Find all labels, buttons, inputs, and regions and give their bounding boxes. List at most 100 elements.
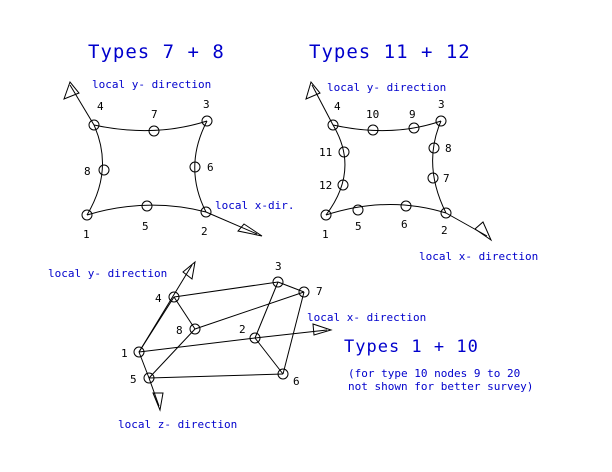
d1-node-label-4: 4 <box>97 100 104 113</box>
d3-edge-4-8 <box>173 296 196 330</box>
d3-edge-8-5 <box>148 328 196 379</box>
d1-node-label-8: 8 <box>84 165 91 178</box>
d1-node-3 <box>201 115 213 127</box>
d1-node-label-1: 1 <box>83 228 90 241</box>
d2-node-5 <box>352 204 364 216</box>
d3-local-z-label: local z- direction <box>118 418 237 431</box>
d1-x-arrowhead <box>237 223 263 237</box>
d2-node-label-11: 11 <box>319 146 332 159</box>
d3-edge-1-5 <box>138 351 150 379</box>
diagram-types-7-8: Types 7 + 8 local y- direction local x-d… <box>63 41 294 241</box>
d3-node-label-4: 4 <box>155 292 162 305</box>
d2-edge-left <box>325 124 346 216</box>
d2-edge-bottom <box>325 204 447 216</box>
d3-node-1 <box>133 346 145 358</box>
d3-edge-7-6 <box>282 291 305 375</box>
diagram-types-11-12: Types 11 + 12 local y- direction local x… <box>305 41 538 263</box>
d2-node-8 <box>428 142 440 154</box>
d1-node-label-3: 3 <box>203 98 210 111</box>
d1-node-4 <box>88 119 100 131</box>
title-types-7-8: Types 7 + 8 <box>88 41 225 63</box>
d2-local-x-label: local x- direction <box>419 250 538 263</box>
d1-node-label-5: 5 <box>142 220 149 233</box>
d2-edge-top <box>332 120 442 132</box>
d3-local-y-label: local y- direction <box>48 267 167 280</box>
d2-node-label-1: 1 <box>322 228 329 241</box>
d3-edge-3-7 <box>277 281 305 293</box>
d3-z-axis-line <box>148 377 160 407</box>
note-line-1: (for type 10 nodes 9 to 20 <box>348 367 520 380</box>
d3-edge-4-3 <box>173 281 279 298</box>
d3-y-axis-line <box>138 264 193 353</box>
d3-edge-1-2 <box>138 337 256 353</box>
d2-node-label-5: 5 <box>355 220 362 233</box>
d1-node-8 <box>98 164 110 176</box>
note-line-2: not shown for better survey) <box>348 380 533 393</box>
diagram-types-1-10: Types 1 + 10 (for type 10 nodes 9 to 20 … <box>48 260 533 431</box>
d3-x-axis-line <box>254 329 328 339</box>
d2-node-label-9: 9 <box>409 108 416 121</box>
d3-edge-3-2 <box>254 281 279 339</box>
d2-node-1 <box>320 209 332 221</box>
d2-node-3 <box>435 115 447 127</box>
d1-edge-bottom <box>86 204 207 216</box>
d1-node-1 <box>81 209 93 221</box>
d3-x-arrowhead <box>312 323 333 336</box>
d2-node-2 <box>440 207 452 219</box>
d3-node-5 <box>143 372 155 384</box>
d1-edge-top <box>93 120 208 132</box>
d2-node-9 <box>408 122 420 134</box>
d2-edge-right <box>432 120 447 214</box>
d3-node-8 <box>189 323 201 335</box>
d2-x-arrowhead <box>474 221 493 242</box>
d2-node-label-6: 6 <box>401 218 408 231</box>
d1-edge-right <box>194 120 208 213</box>
d1-node-2 <box>200 206 212 218</box>
d2-local-y-label: local y- direction <box>327 81 446 94</box>
d2-node-label-7: 7 <box>443 172 450 185</box>
d3-node-3 <box>272 276 284 288</box>
d3-edge-8-7 <box>194 291 305 330</box>
d1-node-label-2: 2 <box>201 225 208 238</box>
d2-node-4 <box>327 119 339 131</box>
d3-node-6 <box>277 368 289 380</box>
d2-node-6 <box>400 200 412 212</box>
d3-node-label-5: 5 <box>130 373 137 386</box>
d2-node-label-12: 12 <box>319 179 332 192</box>
d1-x-axis-line <box>205 211 258 235</box>
d2-node-label-2: 2 <box>441 224 448 237</box>
d1-node-label-6: 6 <box>207 161 214 174</box>
d2-node-12 <box>337 179 349 191</box>
d2-node-11 <box>338 146 350 158</box>
d1-node-7 <box>148 125 160 137</box>
d3-edge-2-6 <box>254 337 284 375</box>
d2-node-10 <box>367 124 379 136</box>
d1-local-x-label: local x-dir. <box>215 199 294 212</box>
d2-y-arrowhead <box>305 80 321 100</box>
d3-edge-5-6 <box>148 373 284 379</box>
d1-y-axis-line <box>69 84 95 126</box>
title-types-1-10: Types 1 + 10 <box>344 337 479 357</box>
d3-node-label-7: 7 <box>316 285 323 298</box>
d3-node-label-2: 2 <box>239 323 246 336</box>
d1-node-5 <box>141 200 153 212</box>
d2-node-label-10: 10 <box>366 108 379 121</box>
d3-node-7 <box>298 286 310 298</box>
d2-node-7 <box>427 172 439 184</box>
d1-node-6 <box>189 161 201 173</box>
title-types-11-12: Types 11 + 12 <box>309 41 471 63</box>
d3-node-label-6: 6 <box>293 375 300 388</box>
d2-node-label-3: 3 <box>438 98 445 111</box>
d3-node-label-3: 3 <box>275 260 282 273</box>
d1-local-y-label: local y- direction <box>92 78 211 91</box>
d2-node-label-8: 8 <box>445 142 452 155</box>
d3-node-label-1: 1 <box>121 347 128 360</box>
d1-y-arrowhead <box>63 80 80 100</box>
d3-z-arrowhead <box>152 392 164 412</box>
d3-node-2 <box>249 332 261 344</box>
d3-node-4 <box>168 291 180 303</box>
d1-edge-left <box>86 124 103 216</box>
d2-node-label-4: 4 <box>334 100 341 113</box>
d3-local-x-label: local x- direction <box>307 311 426 324</box>
